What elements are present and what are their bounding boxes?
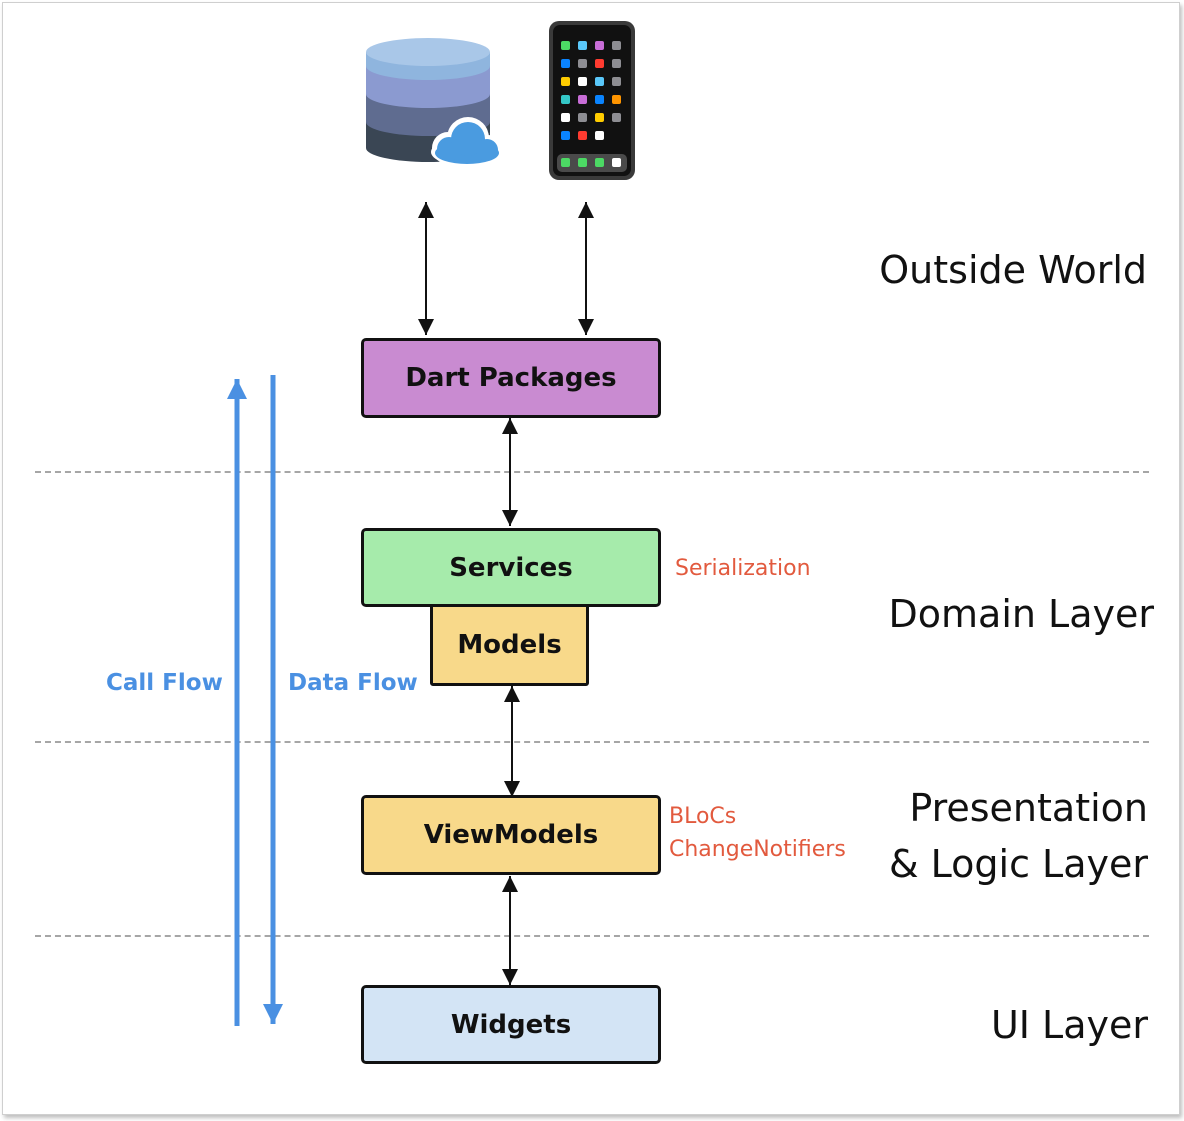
divider-outside-domain — [35, 471, 1149, 473]
change-notifiers-note: ChangeNotifiers — [669, 837, 846, 862]
serialization-note: Serialization — [675, 556, 811, 581]
presentation-layer-label: Presentation & Logic Layer — [889, 780, 1148, 892]
widgets-label: Widgets — [450, 1009, 572, 1040]
presentation-label-line1: Presentation — [909, 786, 1148, 830]
blocs-note: BLoCs — [669, 804, 737, 829]
viewmodels-label: ViewModels — [423, 820, 599, 850]
call-flow-label: Call Flow — [106, 670, 223, 696]
dart-packages-label: Dart Packages — [405, 363, 617, 393]
mobile-phone-icon — [549, 21, 635, 180]
domain-layer-label: Domain Layer — [888, 592, 1154, 636]
dart-packages-box: Dart Packages — [361, 338, 661, 418]
divider-presentation-ui — [35, 935, 1149, 937]
presentation-label-line2: & Logic Layer — [888, 842, 1148, 886]
models-label: Models — [457, 630, 562, 660]
cloud-database-icon — [366, 38, 503, 166]
divider-domain-presentation — [35, 741, 1149, 743]
data-flow-label: Data Flow — [288, 670, 418, 696]
services-label: Services — [449, 552, 573, 583]
models-box: Models — [430, 604, 589, 686]
widgets-box: Widgets — [361, 985, 661, 1064]
viewmodels-box: ViewModels — [361, 795, 661, 875]
outside-world-label: Outside World — [879, 248, 1147, 292]
cloud-icon — [431, 117, 503, 166]
ui-layer-label: UI Layer — [990, 1003, 1148, 1047]
services-box: Services — [361, 528, 661, 607]
